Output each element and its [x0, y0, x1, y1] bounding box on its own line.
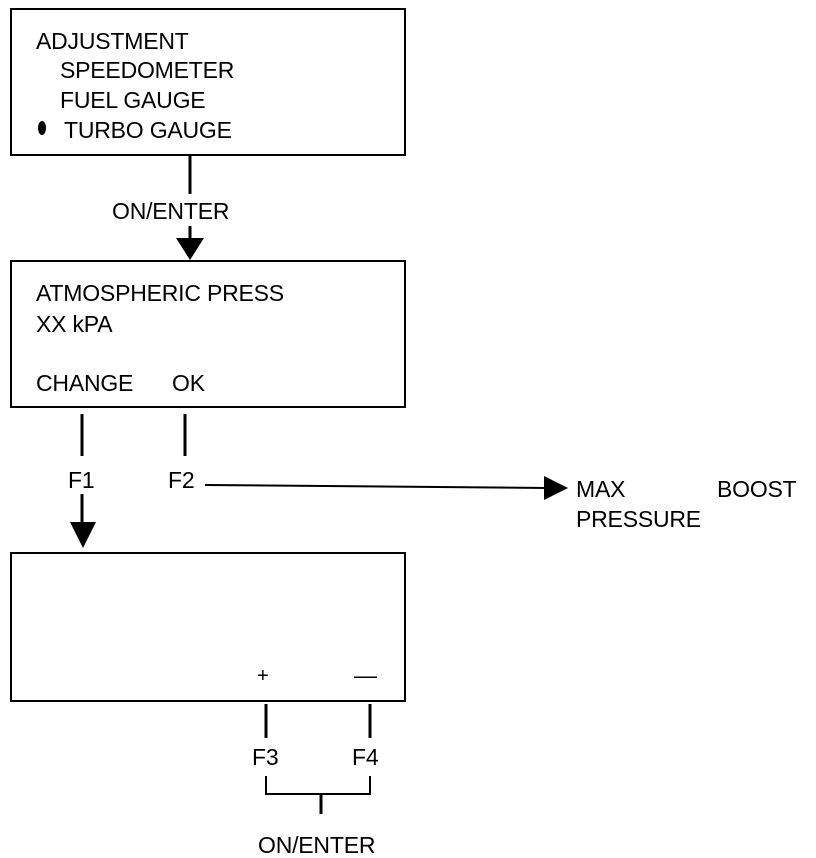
connector-line-f2-horizontal [204, 484, 549, 489]
atmospheric-press-screen: ATMOSPHERIC PRESS XX kPA CHANGE OK [10, 260, 406, 408]
key-f2-label: F2 [168, 467, 195, 493]
key-f4-label: F4 [352, 744, 379, 770]
menu-item-turbo-gauge[interactable]: TURBO GAUGE [64, 117, 232, 143]
on-enter-label-1: ON/ENTER [112, 198, 230, 224]
key-f3-label: F3 [252, 744, 279, 770]
menu-item-speedometer[interactable]: SPEEDOMETER [60, 57, 235, 83]
selected-bullet-icon [38, 121, 46, 135]
pressure-value: XX kPA [36, 311, 113, 337]
target-boost-label: BOOST [717, 476, 797, 502]
softkey-ok[interactable]: OK [172, 370, 205, 396]
key-f1-label: F1 [68, 467, 95, 493]
on-enter-label-2: ON/ENTER [258, 832, 376, 858]
arrowhead-to-max-boost [544, 476, 568, 500]
atmospheric-press-label: ATMOSPHERIC PRESS [36, 280, 284, 306]
adjust-value-screen: + — [10, 552, 406, 702]
menu-item-fuel-gauge[interactable]: FUEL GAUGE [60, 87, 206, 113]
menu-title: ADJUSTMENT [36, 28, 189, 54]
plus-softkey[interactable]: + [257, 665, 269, 687]
bracket-f3-f4 [265, 776, 371, 795]
arrowhead-to-screen3 [70, 522, 96, 548]
target-max-label: MAX [576, 476, 626, 502]
minus-softkey[interactable]: — [354, 662, 377, 688]
target-pressure-label: PRESSURE [576, 506, 701, 532]
adjustment-menu-screen: ADJUSTMENT SPEEDOMETER FUEL GAUGE TURBO … [10, 8, 406, 156]
softkey-change[interactable]: CHANGE [36, 370, 134, 396]
arrowhead-to-screen2 [176, 238, 204, 260]
